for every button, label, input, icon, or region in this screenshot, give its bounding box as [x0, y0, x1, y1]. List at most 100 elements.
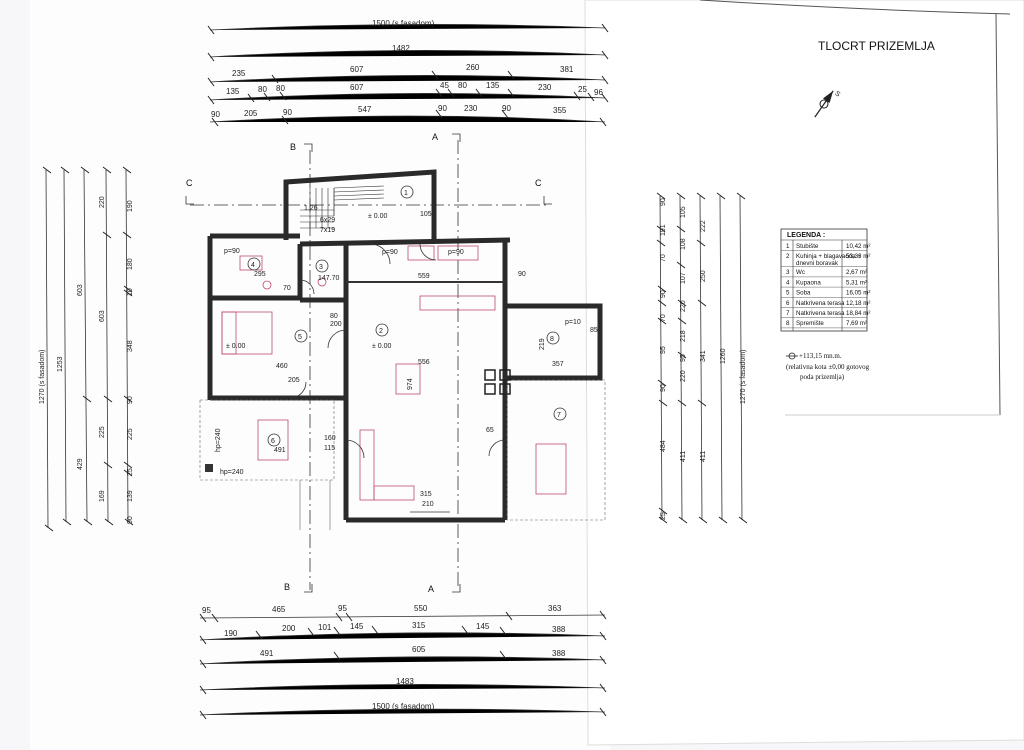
dim-bottom-605: 605 — [412, 645, 426, 654]
dim-357: 357 — [552, 361, 564, 368]
dim-right-411a: 411 — [680, 451, 687, 462]
dim-210-door: 210 — [422, 501, 434, 508]
legend-number: 8 — [786, 320, 790, 327]
dim-top-135b: 135 — [486, 81, 500, 90]
svg-text:S: S — [833, 90, 841, 99]
legend-room-name: Natkrivena terasa — [796, 300, 845, 307]
room-number-8: 8 — [550, 336, 554, 343]
dim-top-230: 230 — [538, 83, 552, 92]
dim-bottom-145b: 145 — [476, 622, 490, 631]
dim-bottom-95a: 95 — [202, 606, 211, 615]
dim-top-547: 547 — [358, 105, 372, 114]
main-sheet — [30, 0, 610, 750]
dim-top-80b: 80 — [276, 84, 285, 93]
terraces — [199, 379, 606, 530]
dim-bottom-388a: 388 — [552, 625, 566, 634]
dim-right-70b: 70 — [660, 314, 667, 322]
elevation-value: +113,15 mn.m. — [799, 352, 842, 360]
dim-left-190: 190 — [127, 200, 134, 212]
dim-right-105a: 105 — [680, 206, 687, 218]
dim-left-25: 25 — [127, 468, 134, 476]
doors — [289, 243, 506, 513]
room-number-7: 7 — [557, 412, 561, 419]
dim-top-90a: 90 — [211, 110, 220, 119]
dim-6x29: 6x29 — [320, 217, 335, 224]
dim-top-607b: 607 — [350, 83, 364, 92]
dim-200: 200 — [330, 321, 342, 328]
dim-right-222: 222 — [700, 220, 707, 232]
dim-left-1253: 1253 — [57, 356, 64, 372]
legend-room-name: Kupaona — [796, 279, 821, 286]
dim-right-90c: 90 — [660, 384, 667, 392]
label-p90-hall: p=90 — [382, 249, 398, 256]
dim-left-225: 225 — [99, 426, 106, 438]
legend-room-area: 5,31 m² — [846, 279, 867, 286]
section-c-left: C — [186, 178, 193, 188]
dim-556: 556 — [418, 359, 430, 366]
dim-left-90b: 90 — [127, 516, 134, 524]
dim-top-381: 381 — [560, 65, 574, 74]
dim-top-45: 45 — [440, 81, 449, 90]
dim-right-191: 191 — [660, 224, 667, 236]
dim-top-90d: 90 — [502, 104, 511, 113]
dim-bottom-total: 1500 (s fasadom) — [372, 702, 435, 711]
dim-left-429: 429 — [77, 458, 84, 470]
room-number-2: 2 — [379, 328, 383, 335]
dim-right-484: 484 — [660, 440, 667, 452]
legend-room-name: Kuhinja + blagavaona + — [796, 253, 861, 260]
dim-top-205: 205 — [244, 109, 258, 118]
legend-room-area: 12,18 m² — [846, 300, 870, 307]
legend-number: 7 — [786, 310, 790, 317]
dim-left-225b: 225 — [127, 428, 134, 440]
dim-bottom-145a: 145 — [350, 622, 364, 631]
dim-right-107: 107 — [680, 272, 687, 284]
dim-90: 90 — [518, 271, 526, 278]
legend-room-name-2: dnevni boravak — [796, 260, 839, 267]
dim-bottom-363: 363 — [548, 604, 562, 613]
elevation-marker-icon — [786, 352, 798, 360]
legend-room-area: 18,84 m² — [846, 310, 870, 317]
dim-right-250: 250 — [700, 270, 707, 282]
dim-right-90a: 90 — [660, 198, 667, 206]
dim-1-26: 1.26 — [304, 205, 318, 212]
dim-105: 105 — [420, 211, 432, 218]
dim-80: 80 — [330, 313, 338, 320]
legend-number: 6 — [786, 300, 790, 307]
legend-room-area: 2,67 m² — [846, 269, 867, 276]
bath-fixture — [239, 255, 263, 271]
label-hp240-b: hp=240 — [220, 469, 244, 476]
dim-right-total: 1270 (s fasadom) — [740, 350, 747, 404]
legend-room-area: 16,05 m² — [846, 290, 870, 297]
dim-205: 205 — [288, 377, 300, 384]
dim-left-348: 348 — [127, 340, 134, 352]
dim-bottom-491: 491 — [260, 649, 274, 658]
section-c-right: C — [535, 178, 542, 188]
kitchen-counter — [407, 245, 435, 261]
dim-top-90b: 90 — [283, 108, 292, 117]
dim-right-90b: 90 — [660, 290, 667, 298]
legend-number: 1 — [786, 243, 790, 250]
dim-top-260: 260 — [466, 63, 480, 72]
dim-top-235: 235 — [232, 69, 246, 78]
north-arrow-icon: S — [814, 90, 841, 118]
left-dimensions: 1270 (s fasadom) 1253 603 429 220 603 22… — [39, 166, 134, 532]
dim-top-607: 607 — [350, 65, 364, 74]
dim-top-80a: 80 — [258, 85, 267, 94]
drawing-title: TLOCRT PRIZEMLJA — [818, 39, 935, 53]
dim-160: 160 — [324, 435, 336, 442]
dim-right-95: 95 — [660, 346, 667, 354]
sheet-edge — [995, 13, 1001, 416]
right-sheet — [584, 0, 1024, 746]
section-a-top: A — [432, 132, 438, 142]
dim-left-220: 220 — [99, 196, 106, 208]
sofa — [359, 429, 375, 501]
dim-top-total: 1500 (s fasadom) — [372, 19, 435, 28]
